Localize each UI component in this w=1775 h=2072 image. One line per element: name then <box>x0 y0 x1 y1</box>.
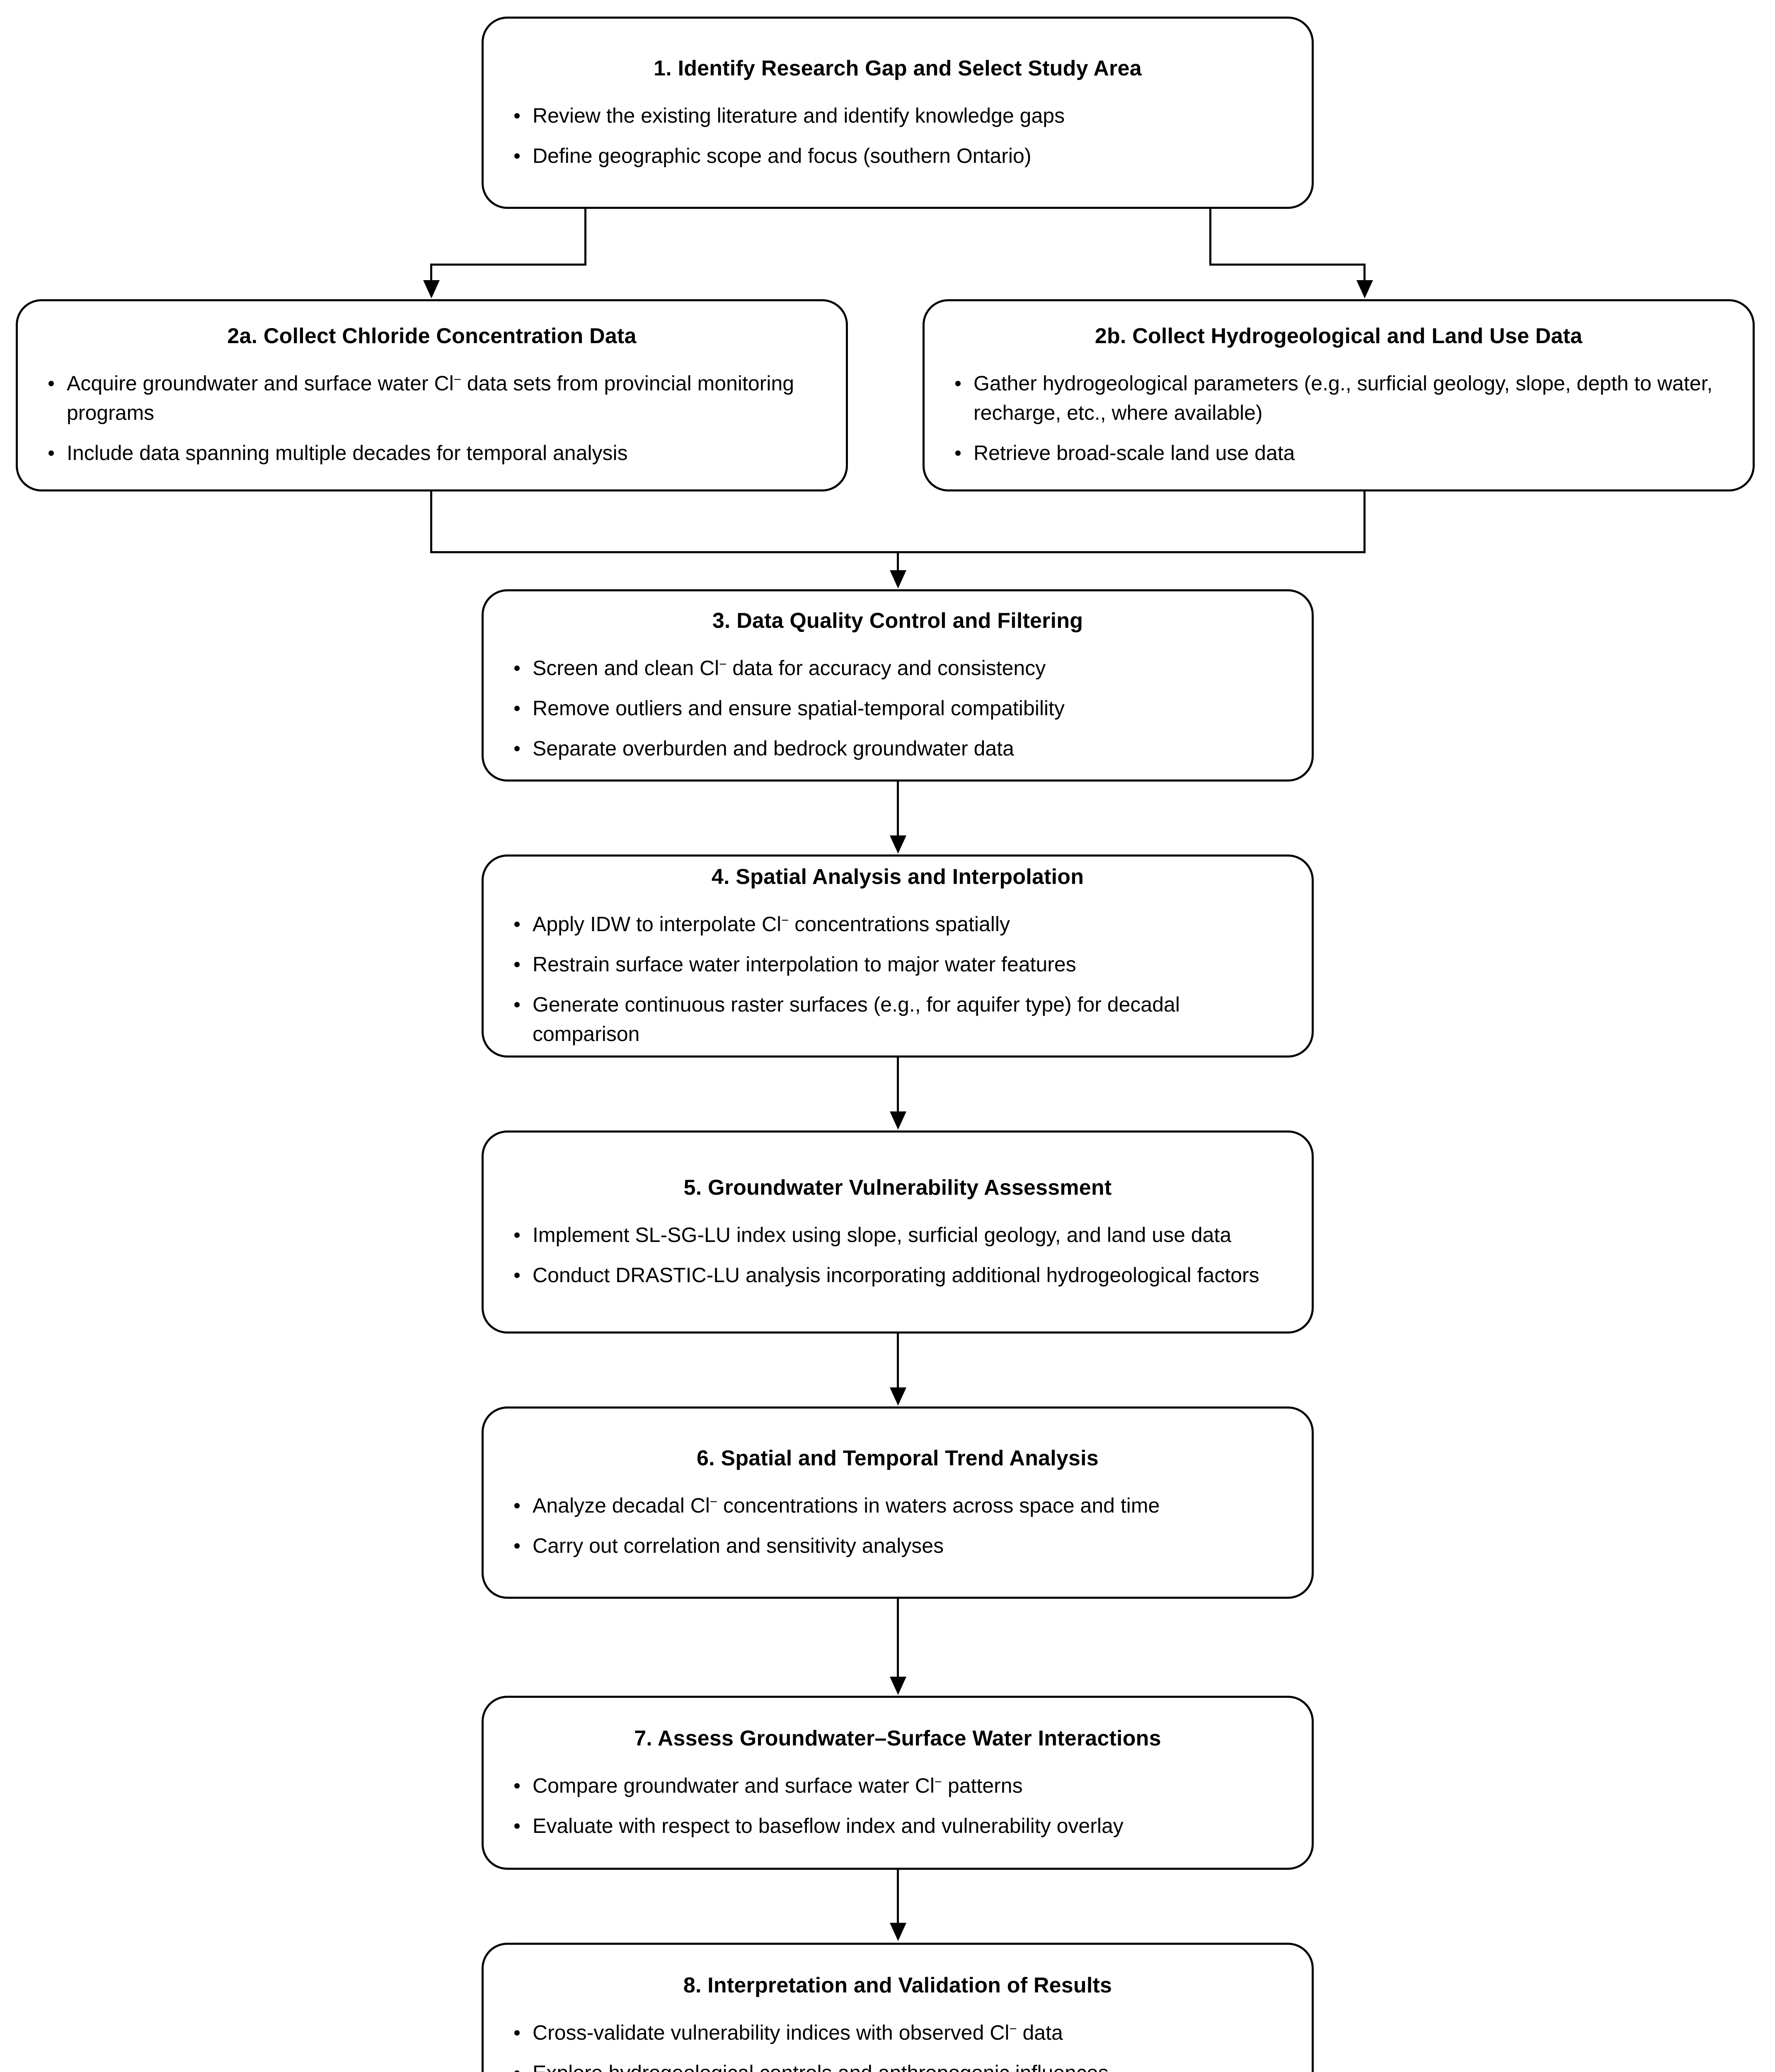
edge-2a-to-merge <box>430 491 432 553</box>
edge-1-to-split-right <box>1209 209 1211 265</box>
edge-drop-to-2a <box>430 264 432 281</box>
flow-node-5[interactable]: 5. Groundwater Vulnerability Assessment … <box>482 1130 1314 1334</box>
list-item: Evaluate with respect to baseflow index … <box>507 1811 1288 1841</box>
arrowhead-into-5 <box>890 1111 906 1130</box>
list-item: Conduct DRASTIC-LU analysis incorporatin… <box>507 1261 1288 1290</box>
edge-1-to-split-left <box>584 209 586 265</box>
flow-node-6-bullets: Analyze decadal Cl− concentrations in wa… <box>507 1491 1288 1561</box>
list-item: Separate overburden and bedrock groundwa… <box>507 734 1288 763</box>
flow-node-7-title: 7. Assess Groundwater–Surface Water Inte… <box>634 1726 1161 1750</box>
flow-node-2a[interactable]: 2a. Collect Chloride Concentration Data … <box>16 299 848 491</box>
flow-node-6[interactable]: 6. Spatial and Temporal Trend Analysis A… <box>482 1406 1314 1599</box>
arrowhead-into-8 <box>890 1923 906 1941</box>
flow-node-7[interactable]: 7. Assess Groundwater–Surface Water Inte… <box>482 1696 1314 1870</box>
flow-node-2b-bullets: Gather hydrogeological parameters (e.g.,… <box>948 369 1729 468</box>
list-item: Apply IDW to interpolate Cl− concentrati… <box>507 910 1288 939</box>
flow-node-8-bullets: Cross-validate vulnerability indices wit… <box>507 2018 1288 2072</box>
edge-5-to-6 <box>897 1334 899 1388</box>
list-item: Include data spanning multiple decades f… <box>41 438 823 468</box>
arrowhead-into-6 <box>890 1387 906 1406</box>
list-item: Review the existing literature and ident… <box>507 101 1288 131</box>
flow-node-1-bullets: Review the existing literature and ident… <box>507 101 1288 171</box>
arrowhead-into-4 <box>890 835 906 854</box>
list-item: Cross-validate vulnerability indices wit… <box>507 2018 1288 2048</box>
arrowhead-into-3 <box>890 570 906 588</box>
flow-node-4-title: 4. Spatial Analysis and Interpolation <box>711 864 1084 889</box>
edge-7-to-8 <box>897 1870 899 1924</box>
edge-4-to-5 <box>897 1058 899 1112</box>
list-item: Screen and clean Cl− data for accuracy a… <box>507 654 1288 683</box>
list-item: Implement SL-SG-LU index using slope, su… <box>507 1220 1288 1250</box>
flow-node-2a-title: 2a. Collect Chloride Concentration Data <box>227 324 637 348</box>
flow-node-2b-title: 2b. Collect Hydrogeological and Land Use… <box>1095 324 1583 348</box>
list-item: Remove outliers and ensure spatial-tempo… <box>507 694 1288 723</box>
flow-node-7-bullets: Compare groundwater and surface water Cl… <box>507 1771 1288 1841</box>
arrowhead-into-2b <box>1356 280 1373 298</box>
flow-node-6-title: 6. Spatial and Temporal Trend Analysis <box>697 1446 1099 1470</box>
flow-node-5-bullets: Implement SL-SG-LU index using slope, su… <box>507 1220 1288 1290</box>
flow-node-8[interactable]: 8. Interpretation and Validation of Resu… <box>482 1943 1314 2072</box>
flow-node-3-title: 3. Data Quality Control and Filtering <box>712 609 1083 633</box>
list-item: Gather hydrogeological parameters (e.g.,… <box>948 369 1729 428</box>
list-item: Compare groundwater and surface water Cl… <box>507 1771 1288 1801</box>
list-item: Generate continuous raster surfaces (e.g… <box>507 990 1288 1049</box>
edge-6-to-7 <box>897 1599 899 1677</box>
list-item: Acquire groundwater and surface water Cl… <box>41 369 823 428</box>
edge-2b-to-merge <box>1363 491 1366 553</box>
list-item: Explore hydrogeological controls and ant… <box>507 2058 1288 2072</box>
edge-drop-to-2b <box>1363 264 1366 281</box>
list-item: Analyze decadal Cl− concentrations in wa… <box>507 1491 1288 1520</box>
flow-node-5-title: 5. Groundwater Vulnerability Assessment <box>683 1175 1112 1200</box>
flow-node-2b[interactable]: 2b. Collect Hydrogeological and Land Use… <box>923 299 1755 491</box>
arrowhead-into-2a <box>423 280 440 298</box>
flow-node-1-title: 1. Identify Research Gap and Select Stud… <box>654 56 1142 80</box>
list-item: Retrieve broad-scale land use data <box>948 438 1729 468</box>
list-item: Restrain surface water interpolation to … <box>507 950 1288 979</box>
flow-node-1[interactable]: 1. Identify Research Gap and Select Stud… <box>482 17 1314 209</box>
edge-merge-to-3 <box>897 551 899 571</box>
flow-node-4[interactable]: 4. Spatial Analysis and Interpolation Ap… <box>482 854 1314 1058</box>
flow-node-2a-bullets: Acquire groundwater and surface water Cl… <box>41 369 823 468</box>
list-item: Carry out correlation and sensitivity an… <box>507 1531 1288 1561</box>
edge-split-bar-right <box>1209 264 1366 266</box>
edge-3-to-4 <box>897 782 899 836</box>
flow-node-8-title: 8. Interpretation and Validation of Resu… <box>683 1973 1112 1997</box>
arrowhead-into-7 <box>890 1677 906 1695</box>
flow-node-4-bullets: Apply IDW to interpolate Cl− concentrati… <box>507 910 1288 1049</box>
flow-node-3[interactable]: 3. Data Quality Control and Filtering Sc… <box>482 589 1314 782</box>
list-item: Define geographic scope and focus (south… <box>507 141 1288 171</box>
edge-split-bar-left <box>430 264 586 266</box>
flow-node-3-bullets: Screen and clean Cl− data for accuracy a… <box>507 654 1288 763</box>
